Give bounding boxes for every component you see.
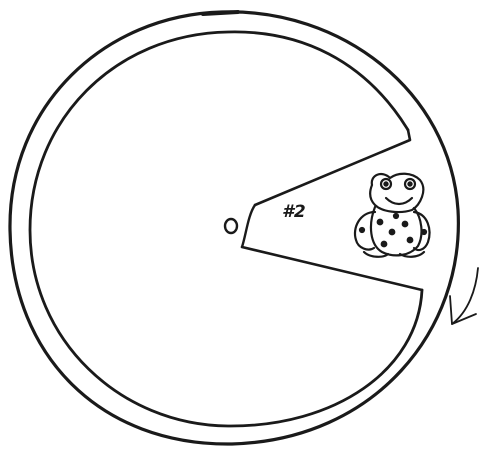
center-point [225,219,237,233]
frog-icon [355,174,429,257]
outer-rim [10,12,458,444]
wedge-upper-edge [255,130,410,205]
wedge-tip-arc [242,205,255,247]
curved-arrow-icon [450,268,478,324]
rim-notch [203,12,238,14]
wedge-lower-edge [242,247,422,290]
slice-label: #2 [282,202,306,222]
